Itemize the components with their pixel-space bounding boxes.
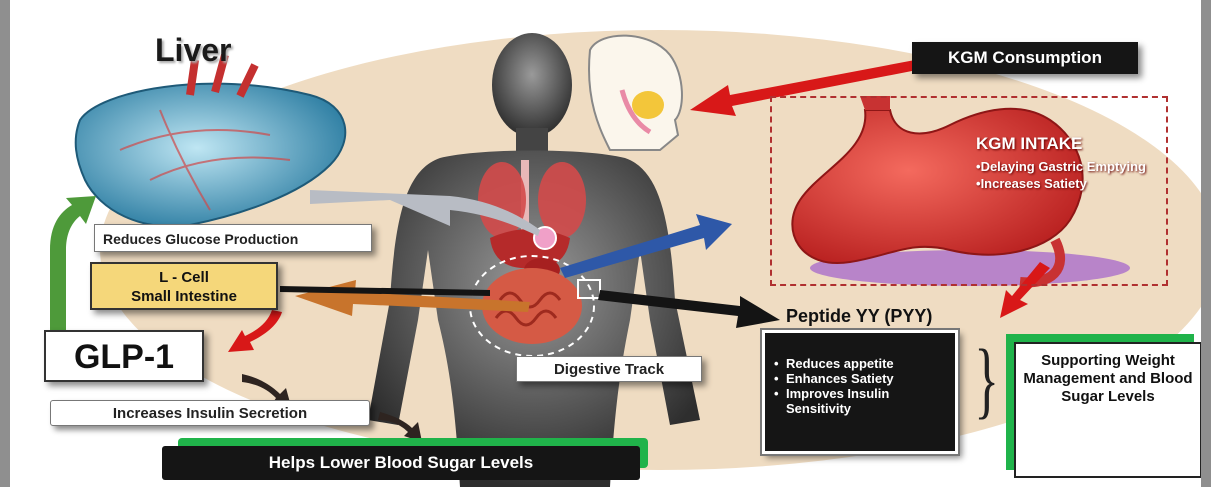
helps-lower-blood-sugar-label: Helps Lower Blood Sugar Levels	[162, 446, 640, 480]
kgm-intake-item: Delaying Gastric Emptying	[976, 158, 1166, 175]
insulin-secretion-label: Increases Insulin Secretion	[50, 400, 370, 426]
pyy-effect-item: Reduces appetite	[772, 356, 952, 371]
kgm-consumption-label: KGM Consumption	[912, 42, 1138, 74]
reduces-glucose-label: Reduces Glucose Production	[94, 224, 372, 252]
brace-icon: }	[974, 336, 999, 422]
supporting-weight-management-label: Supporting Weight Management and Blood S…	[1014, 342, 1201, 478]
pyy-effect-item: Improves Insulin Sensitivity	[772, 386, 952, 416]
diagram-canvas: Liver Reduces Glucose Production L - Cel…	[10, 0, 1201, 487]
digestive-track-label: Digestive Track	[516, 356, 702, 382]
l-cell-label: L - Cell	[92, 268, 276, 287]
small-intestine-label: Small Intestine	[92, 287, 276, 306]
kgm-intake-list: Delaying Gastric Emptying Increases Sati…	[976, 158, 1166, 192]
kgm-intake-title: KGM INTAKE	[976, 134, 1082, 154]
pyy-title: Peptide YY (PYY)	[786, 306, 932, 327]
pyy-effect-item: Enhances Satiety	[772, 371, 952, 386]
head-profile-illustration	[589, 36, 682, 150]
liver-title: Liver	[155, 32, 231, 69]
kgm-intake-item: Increases Satiety	[976, 175, 1166, 192]
pyy-effects-list: Reduces appetite Enhances Satiety Improv…	[772, 356, 952, 416]
l-cell-box: L - Cell Small Intestine	[90, 262, 278, 310]
glp1-label: GLP-1	[44, 330, 204, 382]
